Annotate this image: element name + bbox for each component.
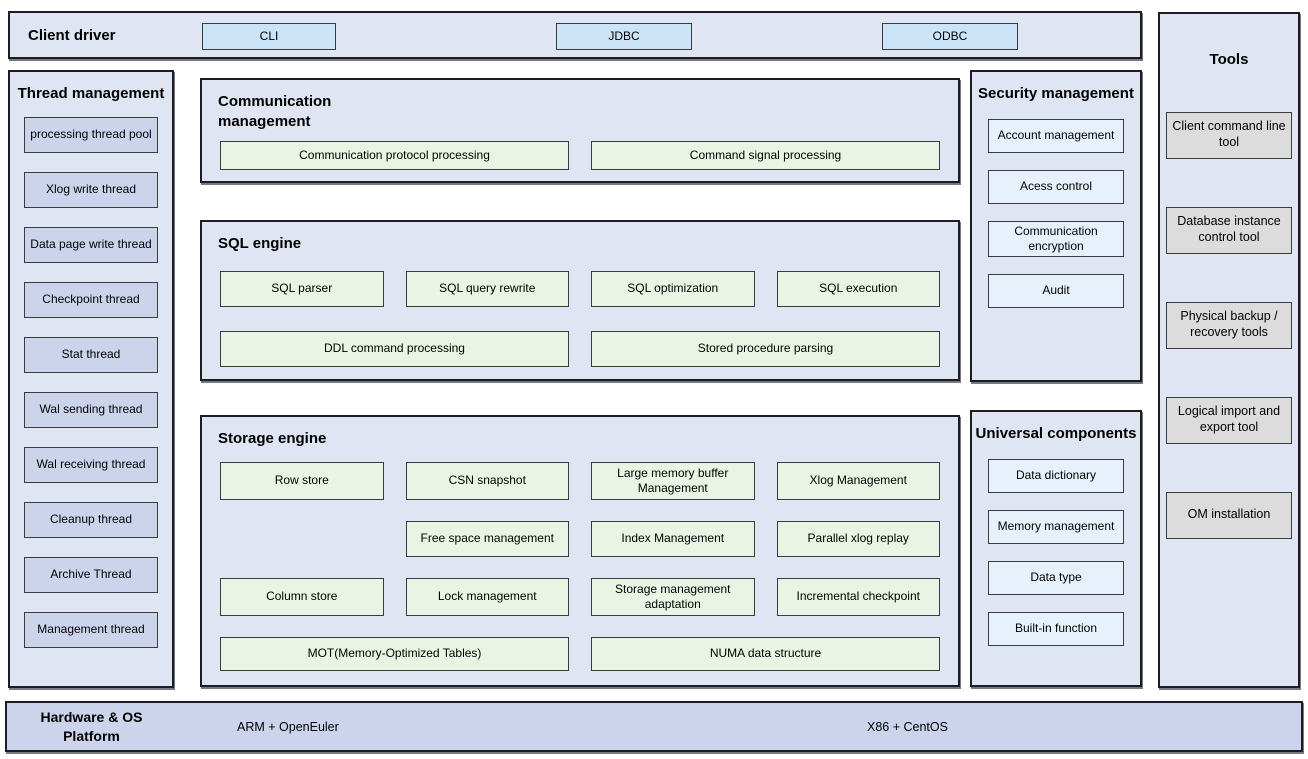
client-driver-label: Client driver xyxy=(28,26,116,44)
storage-engine-title: Storage engine xyxy=(218,430,327,447)
platform-arm-openeuler: ARM + OpenEuler xyxy=(237,719,339,734)
thread-node: Management thread xyxy=(24,611,158,648)
security-node: Audit xyxy=(988,273,1124,308)
sql-engine-panel: SQL engine SQL parser SQL query rewrite … xyxy=(200,220,960,381)
storage-node: Large memory buffer Management xyxy=(591,461,755,500)
tool-node: OM installation xyxy=(1166,491,1292,539)
thread-node: processing thread pool xyxy=(24,116,158,153)
storage-node: NUMA data structure xyxy=(591,636,940,671)
thread-node: Stat thread xyxy=(24,336,158,373)
storage-node: Xlog Management xyxy=(776,461,940,500)
thread-node: Data page write thread xyxy=(24,226,158,263)
tool-node: Client command line tool xyxy=(1166,111,1292,159)
tool-node: Database instance control tool xyxy=(1166,206,1292,254)
universal-components-title: Universal components xyxy=(975,425,1137,442)
storage-engine-panel: Storage engine Row store CSN snapshot La… xyxy=(200,415,960,687)
storage-node: Row store xyxy=(220,461,384,500)
security-node: Acess control xyxy=(988,169,1124,204)
tool-node: Physical backup / recovery tools xyxy=(1166,301,1292,349)
component-node: Built-in function xyxy=(988,611,1124,646)
tools-title: Tools xyxy=(1209,51,1249,68)
communication-management-panel: Communication management Communication p… xyxy=(200,78,960,183)
platform-bar: Hardware & OS Platform ARM + OpenEuler X… xyxy=(5,701,1303,752)
platform-label: Hardware & OS Platform xyxy=(40,709,143,744)
storage-node: Incremental checkpoint xyxy=(776,577,940,616)
storage-node: CSN snapshot xyxy=(405,461,569,500)
sql-node: Stored procedure parsing xyxy=(591,330,940,367)
storage-node: Lock management xyxy=(405,577,569,616)
storage-node: Column store xyxy=(220,577,384,616)
thread-node: Checkpoint thread xyxy=(24,281,158,318)
platform-x86-centos: X86 + CentOS xyxy=(867,719,948,734)
thread-node: Cleanup thread xyxy=(24,501,158,538)
comm-node: Communication protocol processing xyxy=(220,141,569,170)
universal-components-panel: Universal components Data dictionary Mem… xyxy=(970,410,1142,687)
communication-management-title: Communication management xyxy=(218,93,332,130)
thread-management-title: Thread management xyxy=(17,85,165,102)
storage-node: MOT(Memory-Optimized Tables) xyxy=(220,636,569,671)
comm-node: Command signal processing xyxy=(591,141,940,170)
tool-node: Logical import and export tool xyxy=(1166,396,1292,444)
thread-node: Wal receiving thread xyxy=(24,446,158,483)
driver-node-jdbc: JDBC xyxy=(556,23,692,50)
storage-node: Index Management xyxy=(591,520,755,557)
driver-node-cli: CLI xyxy=(202,23,336,50)
sql-node: SQL query rewrite xyxy=(405,270,569,307)
tools-panel: Tools Client command line tool Database … xyxy=(1158,12,1300,688)
thread-management-panel: Thread management processing thread pool… xyxy=(8,70,174,688)
thread-node: Archive Thread xyxy=(24,556,158,593)
storage-node: Free space management xyxy=(405,520,569,557)
component-node: Memory management xyxy=(988,509,1124,544)
security-management-panel: Security management Account management A… xyxy=(970,70,1142,382)
component-node: Data dictionary xyxy=(988,458,1124,493)
storage-node: Parallel xlog replay xyxy=(776,520,940,557)
sql-node: DDL command processing xyxy=(220,330,569,367)
security-node: Communication encryption xyxy=(988,220,1124,257)
client-driver-bar: Client driver CLI JDBC ODBC xyxy=(8,11,1142,59)
driver-node-odbc: ODBC xyxy=(882,23,1018,50)
storage-node: Storage management adaptation xyxy=(591,577,755,616)
thread-node: Xlog write thread xyxy=(24,171,158,208)
sql-engine-title: SQL engine xyxy=(218,235,302,252)
sql-node: SQL optimization xyxy=(591,270,755,307)
thread-node: Wal sending thread xyxy=(24,391,158,428)
security-management-title: Security management xyxy=(978,85,1134,102)
empty-cell xyxy=(220,521,384,557)
component-node: Data type xyxy=(988,560,1124,595)
sql-node: SQL parser xyxy=(220,270,384,307)
sql-node: SQL execution xyxy=(776,270,940,307)
security-node: Account management xyxy=(988,118,1124,153)
